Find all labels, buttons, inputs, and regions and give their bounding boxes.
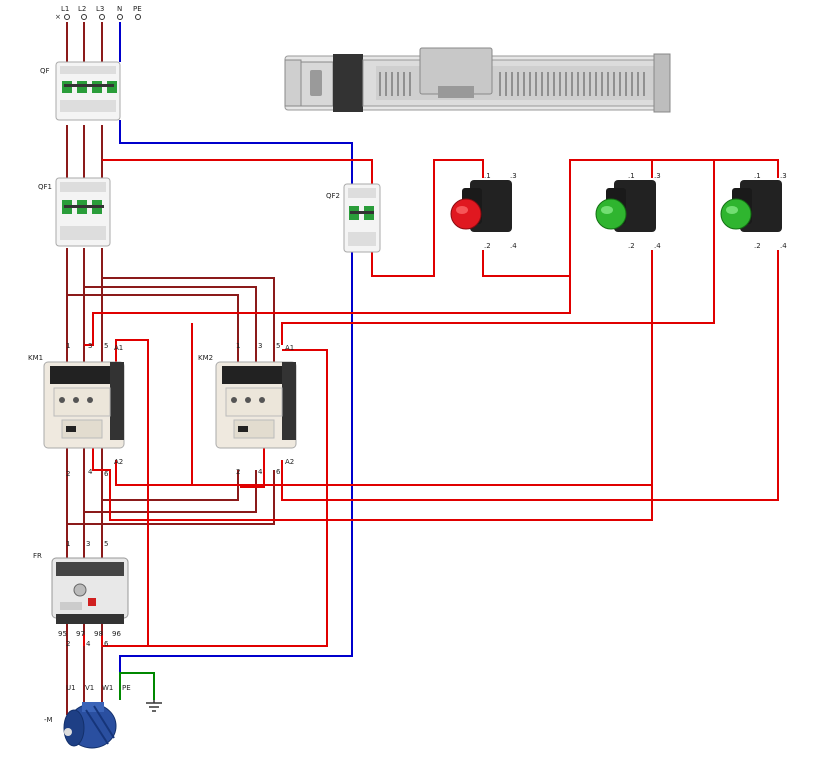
fr-terminal-5: 5: [104, 540, 108, 548]
motor-terminal-v1: V1: [85, 684, 94, 692]
stop-terminal-2: .2: [484, 242, 491, 250]
qf-breaker[interactable]: QF: [40, 61, 121, 121]
qf-label: QF: [40, 67, 50, 75]
stop-terminal-4: .4: [510, 242, 517, 250]
fr-terminal-97: 97: [76, 630, 85, 638]
km2-contactor[interactable]: KM2 1 3 5 A1 2 4 6 A2: [198, 342, 297, 476]
fr-terminal-3: 3: [86, 540, 90, 548]
km1-terminal-1: 1: [66, 342, 70, 350]
stop-terminal-1: .1: [484, 172, 491, 180]
earth-wire: [119, 672, 155, 700]
km2-terminal-4: 4: [258, 468, 263, 476]
km1-terminal-2: 2: [66, 470, 70, 478]
fr-terminal-98: 98: [94, 630, 103, 638]
fr-thermal-relay[interactable]: FR 1 3 5 95 96 97 98 2 4 6: [33, 540, 129, 648]
km1-label: KM1: [28, 354, 43, 362]
km2-terminal-a2: A2: [285, 458, 294, 466]
motor-terminal-u1: U1: [66, 684, 76, 692]
start2-terminal-3: .3: [780, 172, 787, 180]
terminal-l2-label: L2: [78, 5, 86, 13]
start1-terminal-2: .2: [628, 242, 635, 250]
terminal-l3-label: L3: [96, 5, 104, 13]
km2-terminal-6: 6: [276, 468, 281, 476]
terminal-l3: L3: [96, 5, 105, 20]
start1-terminal-3: .3: [654, 172, 661, 180]
km1-contactor[interactable]: KM1 1 3 5 A1 2 4 6 A2: [28, 342, 125, 478]
fr-terminal-4: 4: [86, 640, 91, 648]
km1-terminal-3: 3: [88, 342, 92, 350]
motor[interactable]: -M U1 V1 W1 PE: [44, 684, 131, 749]
km1-terminal-5: 5: [104, 342, 108, 350]
km2-terminal-3: 3: [258, 342, 262, 350]
terminal-pe: PE: [133, 5, 142, 20]
km2-terminal-2: 2: [236, 468, 240, 476]
km1-terminal-a1: A1: [114, 344, 123, 352]
stop-pushbutton[interactable]: .1 .3 .2 .4: [450, 172, 517, 250]
motor-label: -M: [44, 716, 53, 724]
start-pushbutton-1[interactable]: .1 .3 .2 .4: [595, 172, 661, 250]
fr-terminal-95: 95: [58, 630, 67, 638]
qf1-label: QF1: [38, 183, 52, 191]
fr-terminal-2: 2: [66, 640, 70, 648]
stop-terminal-3: .3: [510, 172, 517, 180]
km2-terminal-a1: A1: [285, 344, 294, 352]
motor-icon: [63, 702, 117, 749]
fr-label: FR: [33, 552, 42, 560]
motor-terminal-pe: PE: [122, 684, 131, 692]
start2-terminal-4: .4: [780, 242, 787, 250]
km1-terminal-6: 6: [104, 470, 109, 478]
fr-terminal-96: 96: [112, 630, 121, 638]
km2-label: KM2: [198, 354, 213, 362]
km1-terminal-a2: A2: [114, 458, 123, 466]
terminal-n: N: [117, 5, 123, 20]
neutral-wire: [119, 22, 353, 700]
qf2-breaker[interactable]: QF2: [326, 183, 381, 253]
qf2-label: QF2: [326, 192, 340, 200]
terminal-x-mark: ×: [55, 13, 61, 21]
km1-terminal-4: 4: [88, 468, 93, 476]
fr-terminal-6: 6: [104, 640, 109, 648]
terminal-l1: L1 ×: [55, 5, 70, 21]
km2-terminal-1: 1: [236, 342, 240, 350]
qf1-breaker[interactable]: QF1: [38, 177, 111, 247]
fr-terminal-1: 1: [66, 540, 70, 548]
terminal-n-label: N: [117, 5, 122, 13]
ground-icon: [146, 700, 162, 712]
terminal-l1-label: L1: [61, 5, 69, 13]
power-wires: [66, 22, 275, 715]
terminal-l2: L2: [78, 5, 87, 20]
start2-terminal-1: .1: [754, 172, 761, 180]
start1-terminal-4: .4: [654, 242, 661, 250]
supply-terminals: L1 × L2 L3 N PE: [55, 5, 142, 21]
linear-actuator[interactable]: [284, 47, 671, 113]
start2-terminal-2: .2: [754, 242, 761, 250]
start1-terminal-1: .1: [628, 172, 635, 180]
km2-terminal-5: 5: [276, 342, 280, 350]
control-wires: [83, 159, 779, 647]
terminal-pe-label: PE: [133, 5, 142, 13]
start-pushbutton-2[interactable]: .1 .3 .2 .4: [720, 172, 787, 250]
motor-terminal-w1: W1: [102, 684, 113, 692]
